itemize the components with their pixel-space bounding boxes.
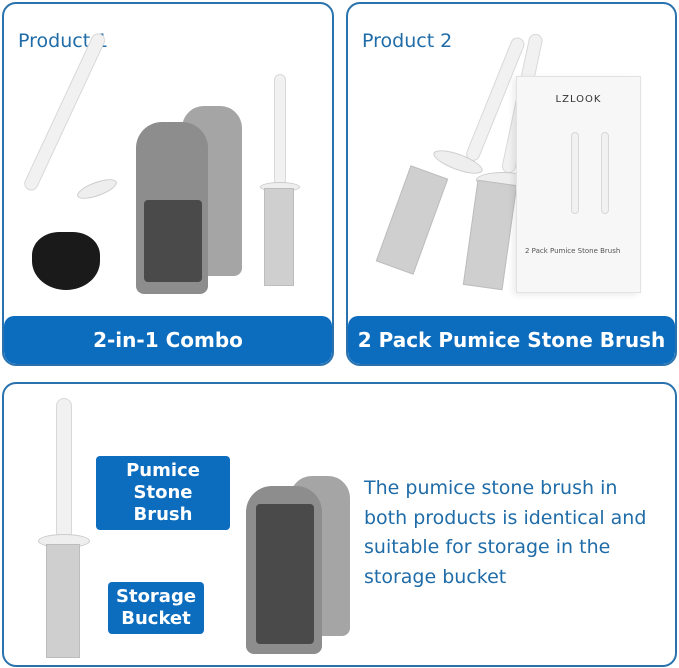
- callout-storage-bucket: Storage Bucket: [108, 582, 204, 634]
- callout-pumice-brush: Pumice Stone Brush: [96, 456, 230, 530]
- product-1-banner: 2-in-1 Combo: [4, 316, 332, 364]
- product-box: LZLOOK 2 Pack Pumice Stone Brush: [516, 76, 641, 293]
- box-label: 2 Pack Pumice Stone Brush: [525, 247, 621, 255]
- product-2-panel: Product 2 LZLOOK 2 Pack Pumice Stone Bru…: [346, 2, 677, 366]
- product-1-panel: Product 1 2-in-1 Combo: [2, 2, 334, 366]
- product-2-banner: 2 Pack Pumice Stone Brush: [348, 316, 675, 364]
- comparison-panel: Pumice Stone Brush Storage Bucket The pu…: [2, 382, 677, 667]
- product-1-title: Product 1: [18, 30, 109, 52]
- description-text: The pumice stone brush in both products …: [364, 477, 647, 588]
- product-2-title: Product 2: [362, 30, 453, 52]
- box-brand: LZLOOK: [555, 94, 602, 105]
